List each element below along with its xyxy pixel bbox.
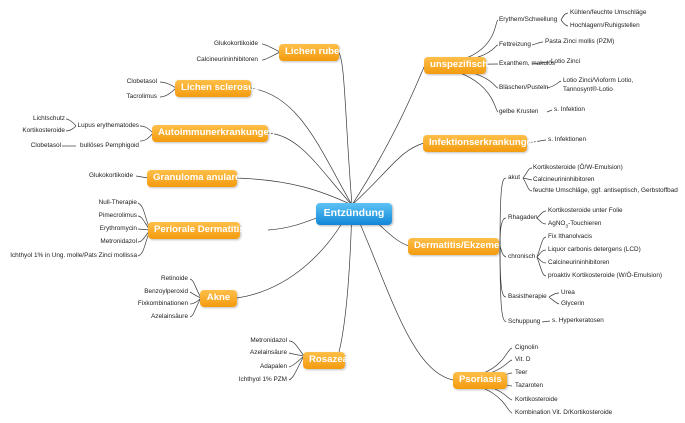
agno-subscript: 3: [565, 224, 569, 230]
akut-item: Calcineurininhibitoren: [533, 176, 595, 183]
lichen-ruber-item: Glukokortikoide: [213, 40, 258, 47]
krusten-label: gelbe Krusten: [499, 108, 539, 115]
psoriasis-item: Tazaroten: [515, 382, 544, 389]
blaeschen-item: Lotio Zinci/Vioform Lotio,Tannosynt®-Lot…: [563, 77, 633, 94]
rosazea-item: Azelainsäure: [250, 349, 287, 356]
akut-item: feuchte Umschläge, ggf. antiseptisch, Ge…: [533, 187, 678, 194]
blaeschen-item-line: Lotio Zinci/Vioform Lotio,: [563, 77, 634, 84]
agno-text: AgNO: [548, 220, 566, 227]
chronisch-item: Calcineurininhibitoren: [548, 259, 610, 266]
branch-psoriasis: Psoriasis: [453, 372, 507, 389]
chronisch-label: chronisch: [508, 253, 536, 260]
akne-item: Retinoide: [160, 275, 188, 282]
rosazea-item: Metronidazol: [250, 337, 287, 344]
schuppung-item: s. Hyperkeratosen: [552, 317, 604, 324]
rhagaden-item: AgNO3-Touchieren: [548, 220, 602, 230]
erythem-label: Erythem/Schwellung: [499, 16, 558, 23]
agno-suffix: -Touchieren: [568, 220, 602, 227]
psoriasis-item: Kortikosteroide: [515, 396, 558, 403]
akne-item: Fixkombinationen: [137, 300, 188, 307]
periorale-item: Metronidazol: [100, 238, 137, 245]
basis-item: Urea: [561, 289, 575, 296]
rosazea-item: Adapalen: [259, 363, 287, 370]
erythem-item: Kühlen/feuchte Umschläge: [570, 9, 647, 16]
chronisch-item: Liquor carbonis detergens (LCD): [548, 246, 641, 253]
center-node: Entzündung: [316, 203, 392, 225]
schuppung-label: Schuppung: [508, 318, 541, 325]
psoriasis-item: Cignolin: [515, 344, 539, 351]
branch-akne: Akne: [200, 290, 237, 307]
branch-rosazea: Rosazea: [303, 352, 348, 369]
branch-periorale: Periorale Dermatitis: [148, 222, 245, 239]
basis-item: Glycerin: [561, 300, 585, 307]
rhagaden-item: Kortikosteroide unter Folie: [548, 207, 623, 214]
chronisch-item: Fix Ithanolvacis: [548, 233, 593, 240]
granuloma-item: Glukokortikoide: [88, 172, 133, 179]
pemphigoid-item: Clobetasol: [30, 142, 61, 149]
psoriasis-item: Teer: [515, 369, 528, 376]
branch-infektion: Infektionserkrankungen: [423, 135, 538, 152]
pemphigoid-label: bullöses Pemphigoid: [80, 142, 139, 149]
rosazea-item: Ichthyol 1% PZM: [238, 376, 287, 383]
exanthem-label: Exanthem, makulös: [499, 60, 556, 67]
infektion-item: s. Infektionen: [548, 136, 587, 143]
chronisch-item: proaktiv Kortikosteroide (W/Ö-Emulsion): [548, 272, 662, 279]
lichen-sclerosus-item: Tacrolimus: [126, 93, 157, 100]
branch-dermatitis: Dermatitis/Ekzeme: [408, 238, 499, 255]
periorale-item: Null-Therapie: [98, 199, 137, 206]
branch-unspezifisch: unspezifisch: [424, 57, 488, 74]
basis-label: Basistherapie: [508, 293, 547, 300]
lupus-item: Kortikosteroide: [22, 127, 65, 134]
blaeschen-item-line: Tannosynt®-Lotio: [563, 85, 613, 93]
periorale-item: Pimecrolimus: [98, 212, 137, 219]
fett-label: Fettreizung: [499, 41, 531, 48]
lichen-ruber-item: Calcineurininhibitoren: [196, 56, 258, 63]
krusten-item: s. Infektion: [554, 106, 585, 113]
rhagaden-label: Rhagaden: [508, 214, 538, 221]
akne-item: Azelainsäure: [151, 313, 188, 320]
akne-item: Benzoylperoxid: [144, 288, 188, 295]
akut-item: Kortikosteroide (Ö/W-Emulsion): [533, 164, 623, 171]
lupus-item: Lichtschutz: [33, 115, 65, 122]
psoriasis-item: Kombination Vit. D/Kortikosteroide: [515, 409, 613, 416]
akut-label: akut: [508, 174, 521, 181]
exanthem-item: Lotio Zinci: [551, 58, 581, 65]
branch-lichen-sclerosus: Lichen sclerosus: [175, 80, 259, 97]
erythem-item: Hochlagern/Ruhigstellen: [570, 22, 640, 29]
periorale-item: Erythromycin: [99, 225, 137, 232]
branch-lichen-ruber: Lichen ruber: [279, 44, 343, 61]
periorale-item: Ichthyol 1% in Ung. molle/Pats Zinci mol…: [10, 252, 137, 259]
lichen-sclerosus-item: Clobetasol: [126, 78, 157, 85]
branch-autoimmun: Autoimmunerkrankungen: [152, 125, 275, 142]
branch-granuloma: Granuloma anulare: [147, 170, 240, 187]
psoriasis-item: Vit. D: [515, 356, 531, 363]
lupus-label: Lupus erythematodes: [77, 122, 139, 129]
fett-item: Pasta Zinci mollis (PZM): [545, 38, 615, 45]
blaeschen-label: Bläschen/Pusteln: [499, 84, 549, 91]
